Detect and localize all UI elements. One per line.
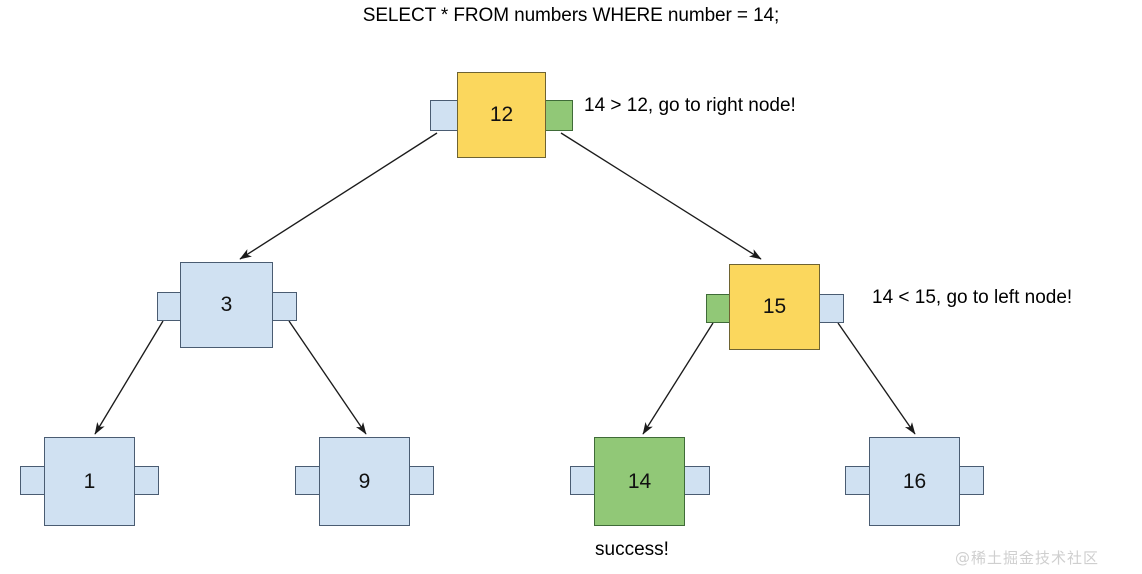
node-15-label: 15 — [762, 295, 787, 318]
node-1-left-stub — [20, 466, 46, 495]
node-root-right-stub — [544, 100, 573, 131]
node-16-label: 16 — [902, 469, 927, 493]
node-1-right-stub — [133, 466, 159, 495]
edge-15-to-14 — [642, 322, 714, 435]
node-1-label: 1 — [83, 469, 96, 493]
page-title: SELECT * FROM numbers WHERE number = 14; — [362, 5, 780, 26]
watermark: @稀土掘金技术社区 — [955, 549, 1100, 567]
node-14-right-stub — [684, 466, 710, 495]
edge-root-to-15 — [560, 132, 762, 260]
node-1[interactable]: 1 — [44, 437, 135, 526]
node-16[interactable]: 16 — [869, 437, 960, 526]
result-caption: success! — [595, 539, 669, 560]
annotation-15-compare: 14 < 15, go to left node! — [872, 287, 1073, 308]
node-15-right-stub — [818, 294, 844, 323]
node-3-right-stub — [271, 292, 297, 321]
node-3-left-stub — [157, 292, 183, 321]
node-14[interactable]: 14 — [594, 437, 685, 526]
node-3[interactable]: 3 — [180, 262, 273, 348]
node-3-label: 3 — [220, 293, 233, 316]
node-root-label: 12 — [489, 103, 514, 126]
node-16-right-stub — [958, 466, 984, 495]
edge-15-to-16 — [837, 322, 916, 435]
node-14-label: 14 — [627, 469, 652, 493]
node-14-left-stub — [570, 466, 596, 495]
edge-3-to-1 — [94, 320, 164, 435]
node-root[interactable]: 12 — [457, 72, 546, 158]
node-root-left-stub — [430, 100, 459, 131]
edge-root-to-3 — [239, 132, 438, 260]
node-16-left-stub — [845, 466, 871, 495]
annotation-root-compare: 14 > 12, go to right node! — [584, 95, 796, 116]
node-9-label: 9 — [358, 469, 371, 493]
node-15[interactable]: 15 — [729, 264, 820, 350]
node-9[interactable]: 9 — [319, 437, 410, 526]
edge-3-to-9 — [288, 320, 367, 435]
node-9-right-stub — [408, 466, 434, 495]
node-9-left-stub — [295, 466, 321, 495]
